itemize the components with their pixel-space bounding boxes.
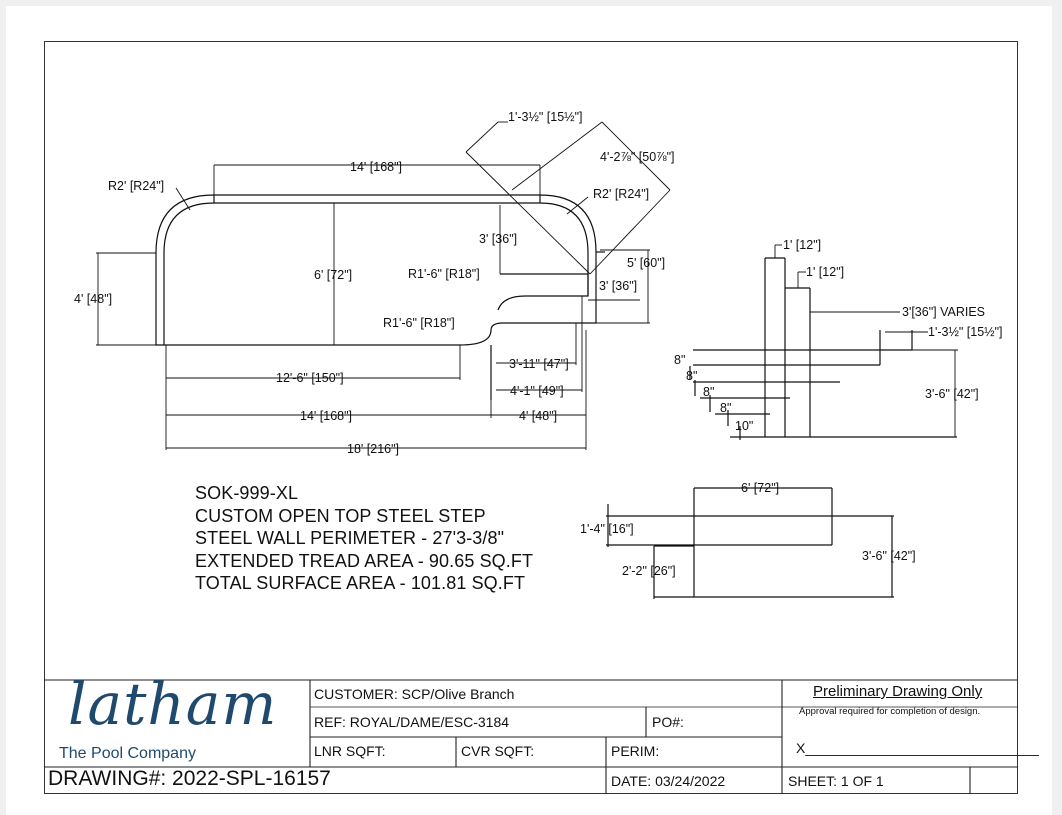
dim-riser-8b: 8" [686, 369, 697, 383]
note-tread-area: EXTENDED TREAD AREA - 90.65 SQ.FT [195, 550, 534, 571]
logo-tagline: The Pool Company [59, 745, 196, 762]
perim-field: PERIM: [611, 743, 660, 759]
dim-section-varies: 3'[36"] VARIES [902, 305, 985, 319]
side-dimension-texts: 6' [72"] 1'-4" [16"] 2'-2" [26"] 3'-6" [… [580, 481, 916, 578]
title-block-grid [44, 679, 1018, 794]
dim-section-height: 3'-6" [42"] [925, 387, 979, 401]
dim-five-ft: 5' [60"] [627, 256, 665, 270]
dim-radius-inner-2: R1'-6" [R18"] [383, 316, 455, 330]
dim-riser-10: 10" [735, 419, 753, 433]
dim-18-ft: 18' [216"] [347, 442, 399, 456]
dim-14-ft-bottom: 14' [168"] [300, 409, 352, 423]
drawing-notes: SOK-999-XL CUSTOM OPEN TOP STEEL STEP ST… [195, 482, 533, 595]
dim-tread-depth: 3' [36"] [479, 232, 517, 246]
dim-radius-top-right: R2' [R24"] [593, 187, 649, 201]
signature-line: X______________________________ [796, 740, 1039, 756]
dim-radius-inner-1: R1'-6" [R18"] [408, 267, 480, 281]
customer-field: CUSTOMER: SCP/Olive Branch [314, 686, 515, 702]
cvr-sqft-field: CVR SQFT: [461, 743, 535, 759]
plan-dimension-texts: 14' [168"] R2' [R24"] 1'-3½" [15½"] 4'-2… [74, 110, 675, 456]
section-dimension-lines [774, 244, 958, 437]
dim-side-width: 6' [72"] [741, 481, 779, 495]
dim-diagonal-width: 1'-3½" [15½"] [508, 110, 583, 124]
section-dimension-texts: 1' [12"] 1' [12"] 3'[36"] VARIES 1'-3½" … [674, 238, 1003, 433]
plan-dimension-lines [96, 121, 671, 450]
dim-riser-8c: 8" [703, 385, 714, 399]
dim-riser-8a: 8" [674, 353, 685, 367]
drawing-frame [44, 41, 1018, 794]
note-perimeter: STEEL WALL PERIMETER - 27'3-3/8" [195, 528, 505, 548]
sheet-field: SHEET: 1 OF 1 [788, 773, 884, 789]
note-surface-area: TOTAL SURFACE AREA - 101.81 SQ.FT [195, 573, 526, 593]
drawing-number: DRAWING#: 2022-SPL-16157 [48, 767, 331, 790]
dim-section-one-b: 1' [12"] [806, 265, 844, 279]
dim-left-four-ft: 4' [48"] [74, 292, 112, 306]
dim-section-one-a: 1' [12"] [783, 238, 821, 252]
dim-radius-top-left: R2' [R24"] [108, 179, 164, 193]
latham-logo: latham [68, 670, 278, 738]
dim-4-1: 4'-1" [49"] [510, 384, 564, 398]
dim-riser-8d: 8" [720, 401, 731, 415]
ref-field: REF: ROYAL/DAME/ESC-3184 [314, 714, 510, 730]
preliminary-label: Preliminary Drawing Only [813, 683, 983, 700]
dim-12-6: 12'-6" [150"] [276, 371, 344, 385]
date-field: DATE: 03/24/2022 [611, 773, 726, 789]
dim-right-three-ft: 3' [36"] [599, 279, 637, 293]
dim-section-offset: 1'-3½" [15½"] [928, 325, 1003, 339]
note-model: SOK-999-XL [195, 483, 299, 503]
dim-side-16: 1'-4" [16"] [580, 522, 634, 536]
dim-diagonal-length: 4'-2⅞" [50⅞"] [600, 150, 675, 164]
dim-3-11: 3'-11" [47"] [509, 357, 569, 371]
dim-side-42: 3'-6" [42"] [862, 549, 916, 563]
dim-side-26: 2'-2" [26"] [622, 564, 676, 578]
dim-top-length: 14' [168"] [350, 160, 402, 174]
side-view [606, 487, 894, 599]
dim-4-ft-bottom: 4' [48"] [519, 409, 557, 423]
dim-six-ft: 6' [72"] [314, 268, 352, 282]
approval-note: Approval required for completion of desi… [799, 706, 981, 717]
po-field: PO#: [652, 714, 684, 730]
note-description: CUSTOM OPEN TOP STEEL STEP [195, 505, 486, 526]
lnr-sqft-field: LNR SQFT: [314, 743, 386, 759]
